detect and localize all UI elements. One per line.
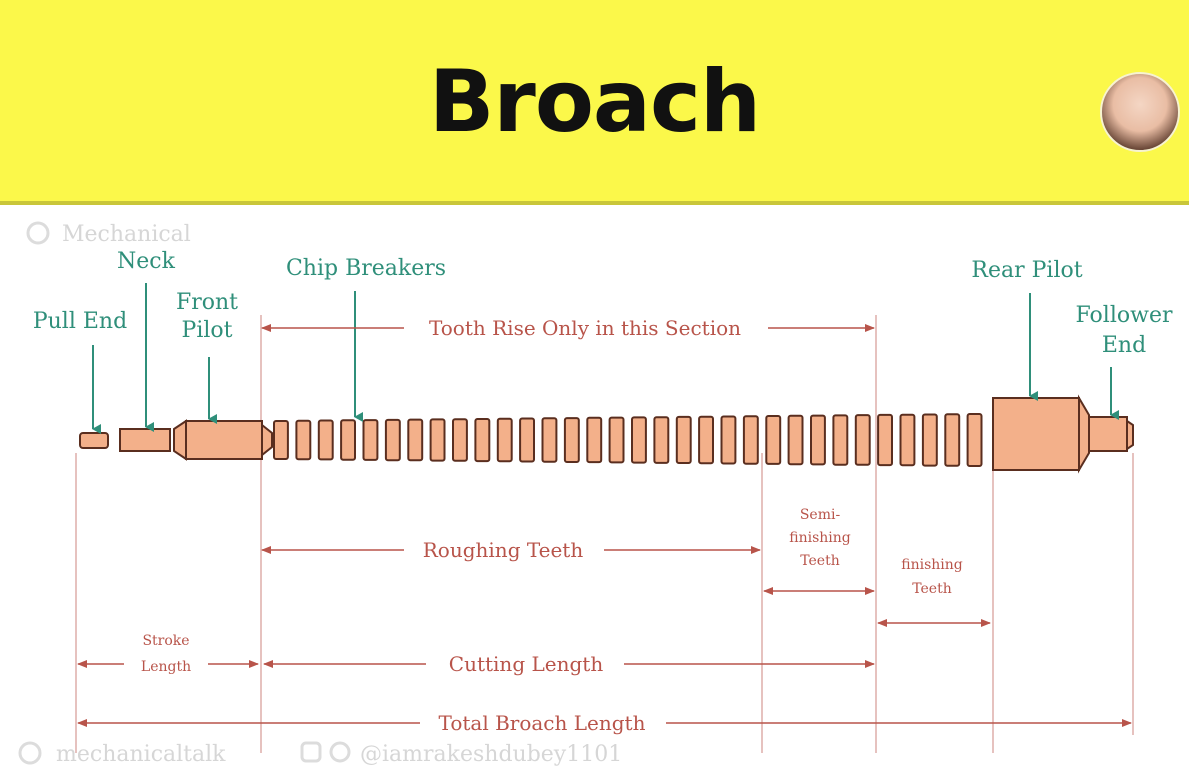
broach-tooth xyxy=(722,417,736,464)
broach-tooth xyxy=(520,419,534,462)
dim-stroke-line2: Length xyxy=(141,659,191,675)
dim-roughing-teeth: Roughing Teeth xyxy=(423,538,584,562)
watermark-text: mechanicaltalk xyxy=(56,742,226,767)
broach-tooth xyxy=(833,415,847,464)
teeth-group xyxy=(274,414,982,466)
dim-semi-finishing-line2: finishing xyxy=(789,530,851,546)
broach-tooth xyxy=(945,414,959,466)
front-pilot-taper xyxy=(174,421,186,459)
broach-tooth xyxy=(654,417,668,463)
dim-semi-finishing-line3: Teeth xyxy=(800,553,839,569)
neck xyxy=(120,429,170,451)
avatar xyxy=(1100,72,1180,152)
broach-tooth xyxy=(901,415,915,466)
broach-tooth xyxy=(431,419,445,460)
broach-tooth xyxy=(878,415,892,465)
broach-tooth xyxy=(923,415,937,466)
broach-tooth xyxy=(587,418,601,462)
broach-tooth xyxy=(968,414,982,466)
broach-diagram: Mechanical mechanicaltalk @iamrakeshdube… xyxy=(0,205,1189,777)
watermark-text: @iamrakeshdubey1101 xyxy=(360,742,622,767)
follower-end xyxy=(1089,417,1127,451)
broach-body xyxy=(80,398,1133,470)
label-front-pilot-line2: Pilot xyxy=(182,318,233,343)
broach-tooth xyxy=(565,418,579,462)
broach-tooth xyxy=(296,421,310,460)
label-front-pilot-line1: Front xyxy=(176,290,238,315)
broach-tooth xyxy=(610,418,624,463)
broach-tooth xyxy=(341,420,355,459)
dim-cutting-length: Cutting Length xyxy=(449,652,604,676)
broach-tooth xyxy=(408,420,422,461)
front-pilot xyxy=(186,421,262,459)
broach-tooth xyxy=(811,416,825,465)
label-follower-end-line2: End xyxy=(1102,333,1146,358)
page-title: Broach xyxy=(0,52,1189,152)
label-neck: Neck xyxy=(117,249,176,274)
broach-tooth xyxy=(498,419,512,462)
broach-tooth xyxy=(699,417,713,464)
broach-diagram-svg: Mechanical mechanicaltalk @iamrakeshdube… xyxy=(0,205,1189,777)
broach-tooth xyxy=(789,416,803,464)
broach-tooth xyxy=(856,415,870,465)
title-banner: Broach xyxy=(0,0,1189,205)
dim-finishing-line2: Teeth xyxy=(912,581,951,597)
dim-tooth-rise: Tooth Rise Only in this Section xyxy=(429,316,741,340)
dim-stroke-line1: Stroke xyxy=(142,633,189,649)
broach-tooth xyxy=(475,419,489,461)
watermark-bottom: mechanicaltalk @iamrakeshdubey1101 xyxy=(20,742,622,767)
dimension-labels: Tooth Rise Only in this Section Roughing… xyxy=(141,316,963,735)
extension-lines xyxy=(76,315,1133,753)
dimension-lines xyxy=(78,328,1131,723)
broach-tooth xyxy=(319,421,333,460)
broach-tooth xyxy=(677,417,691,463)
broach-tooth xyxy=(386,420,400,460)
label-pull-end: Pull End xyxy=(33,309,127,334)
pull-end xyxy=(80,433,108,448)
broach-tooth xyxy=(453,419,467,461)
watermark-top-left: Mechanical xyxy=(28,222,191,247)
dim-finishing-line1: finishing xyxy=(901,557,963,573)
dim-total-length: Total Broach Length xyxy=(439,711,646,735)
dim-semi-finishing-line1: Semi- xyxy=(800,507,841,523)
broach-tooth xyxy=(543,418,557,461)
label-rear-pilot: Rear Pilot xyxy=(971,258,1082,283)
watermark-text: Mechanical xyxy=(62,222,191,247)
label-chip-breakers: Chip Breakers xyxy=(286,256,446,281)
broach-tooth xyxy=(364,420,378,460)
broach-tooth xyxy=(744,416,758,464)
rear-pilot xyxy=(993,398,1079,470)
label-follower-end-line1: Follower xyxy=(1076,303,1173,328)
broach-tooth xyxy=(274,421,288,459)
broach-tooth xyxy=(632,417,646,462)
broach-tooth xyxy=(766,416,780,464)
